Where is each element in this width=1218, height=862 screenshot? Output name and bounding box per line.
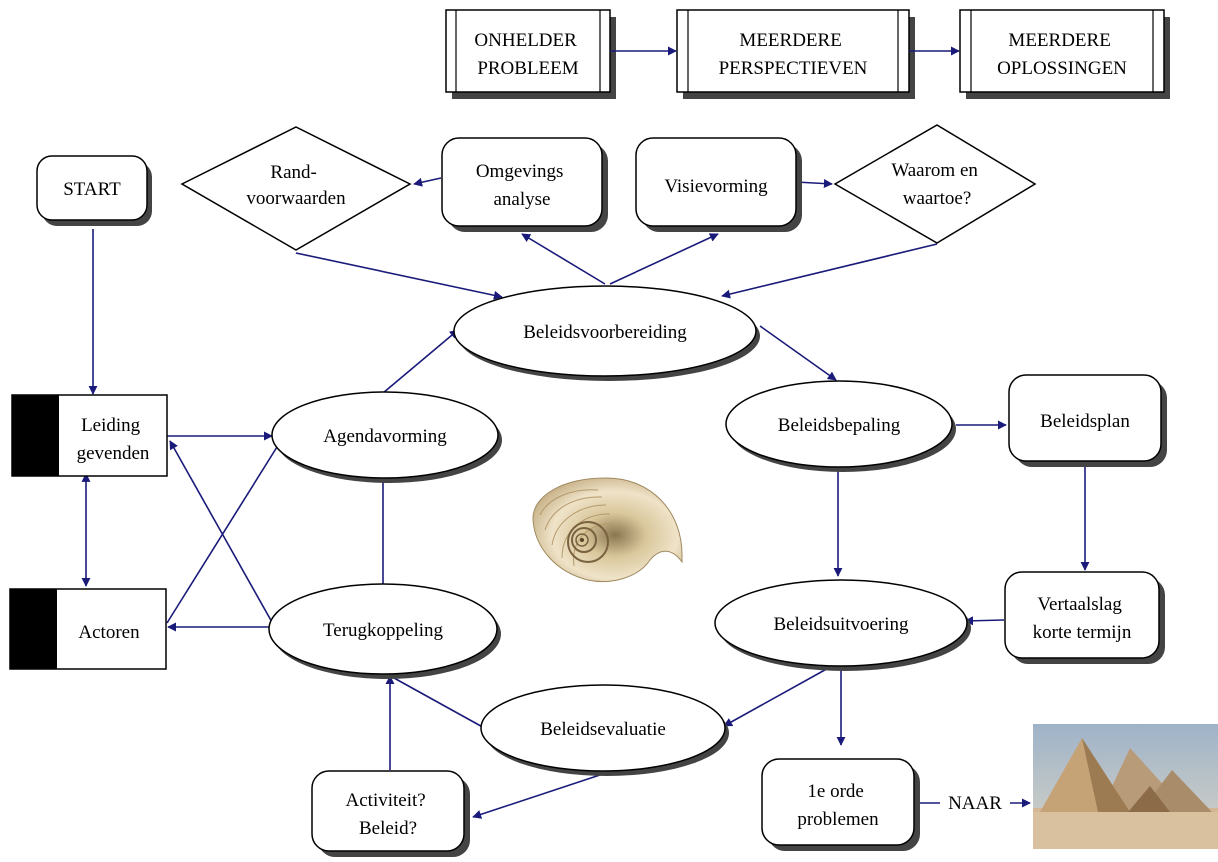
orde-label: 1e orde problemen — [797, 781, 879, 830]
randvoorwaarden-label: Rand- voorwaarden — [246, 162, 346, 209]
node-randvoorwaarden: Rand- voorwaarden — [180, 126, 412, 251]
node-waarom: Waarom en waartoe? — [833, 124, 1037, 244]
beleidsuitvoering-label: Beleidsuitvoering — [773, 614, 909, 635]
node-visievorming: Visievorming — [635, 137, 802, 232]
arrow-evaluatie-to-activiteit — [472, 769, 616, 819]
waarom-label: Waarom en waartoe? — [891, 160, 982, 209]
arrow-voorbereiding-to-omgevings — [521, 233, 606, 285]
omgevingsanalyse-label: Omgevings analyse — [476, 161, 568, 210]
multiple-solutions-label: MEERDERE OPLOSSINGEN — [997, 30, 1127, 79]
beleidsbepaling-label: Beleidsbepaling — [778, 415, 901, 436]
agendavorming-label: Agendavorming — [323, 426, 447, 447]
arrow-omgevings-to-randvoorwaarden — [413, 177, 442, 187]
terugkoppeling-label: Terugkoppeling — [323, 620, 444, 641]
node-vertaalslag: Vertaalslag korte termijn — [1004, 571, 1165, 664]
node-orde: 1e orde problemen — [761, 758, 920, 851]
arrow-terug-to-leiding — [169, 440, 274, 625]
actoren-label: Actoren — [78, 622, 140, 643]
leiding-black-bar — [12, 395, 59, 476]
vertaalslag-label: Vertaalslag korte termijn — [1033, 594, 1132, 643]
arrow-evaluatie-to-terug — [384, 672, 489, 731]
arrow-actoren-to-agenda — [166, 438, 283, 624]
arrow-vertaalslag-to-uitvoering — [964, 616, 1005, 626]
node-terugkoppeling: Terugkoppeling — [268, 583, 501, 679]
node-start: START — [36, 155, 152, 226]
node-leiding: Leiding gevenden — [11, 394, 168, 477]
connectors — [81, 46, 1090, 819]
arrow-waarom-to-voorbereiding — [721, 243, 938, 299]
node-omgevingsanalyse: Omgevings analyse — [441, 137, 608, 232]
multiple-perspectives-label: MEERDERE PERSPECTIEVEN — [719, 30, 868, 79]
arrow-voorbereiding-to-bepaling — [759, 325, 837, 381]
node-beleidsuitvoering: Beleidsuitvoering — [714, 579, 971, 671]
arrow-voorbereiding-to-visie — [609, 233, 719, 285]
beleidsplan-label: Beleidsplan — [1040, 411, 1130, 432]
leiding-label: Leiding gevenden — [77, 415, 150, 464]
arrow-agenda-to-voorbereiding — [382, 329, 459, 394]
arrow-uitvoering-to-evaluatie — [723, 665, 833, 727]
node-beleidsevaluatie: Beleidsevaluatie — [480, 684, 729, 776]
nautilus-shell-image — [532, 477, 683, 583]
activiteit-label: Activiteit? Beleid? — [346, 790, 431, 839]
actoren-black-bar — [10, 589, 57, 669]
arrow-randvoorwaarden-to-voorbereiding — [295, 252, 503, 300]
node-beleidsvoorbereiding: Beleidsvoorbereiding — [453, 285, 760, 381]
node-beleidsbepaling: Beleidsbepaling — [725, 380, 956, 472]
start-label: START — [63, 179, 121, 200]
naar-label: NAAR — [948, 793, 1002, 814]
node-agendavorming: Agendavorming — [271, 391, 502, 483]
node-actoren: Actoren — [9, 588, 167, 670]
beleidsvoorbereiding-label: Beleidsvoorbereiding — [523, 322, 687, 343]
process-box-multiple-perspectives: MEERDERE PERSPECTIEVEN — [676, 9, 915, 99]
unclear-problem-label: ONHELDER PROBLEEM — [474, 30, 581, 79]
node-beleidsplan: Beleidsplan — [1008, 374, 1167, 467]
process-box-unclear-problem: ONHELDER PROBLEEM — [445, 9, 616, 99]
beleidsevaluatie-label: Beleidsevaluatie — [540, 719, 666, 740]
visievorming-label: Visievorming — [664, 176, 768, 197]
process-box-multiple-solutions: MEERDERE OPLOSSINGEN — [959, 9, 1170, 99]
node-activiteit: Activiteit? Beleid? — [311, 770, 470, 857]
pyramids-image — [1033, 724, 1218, 849]
